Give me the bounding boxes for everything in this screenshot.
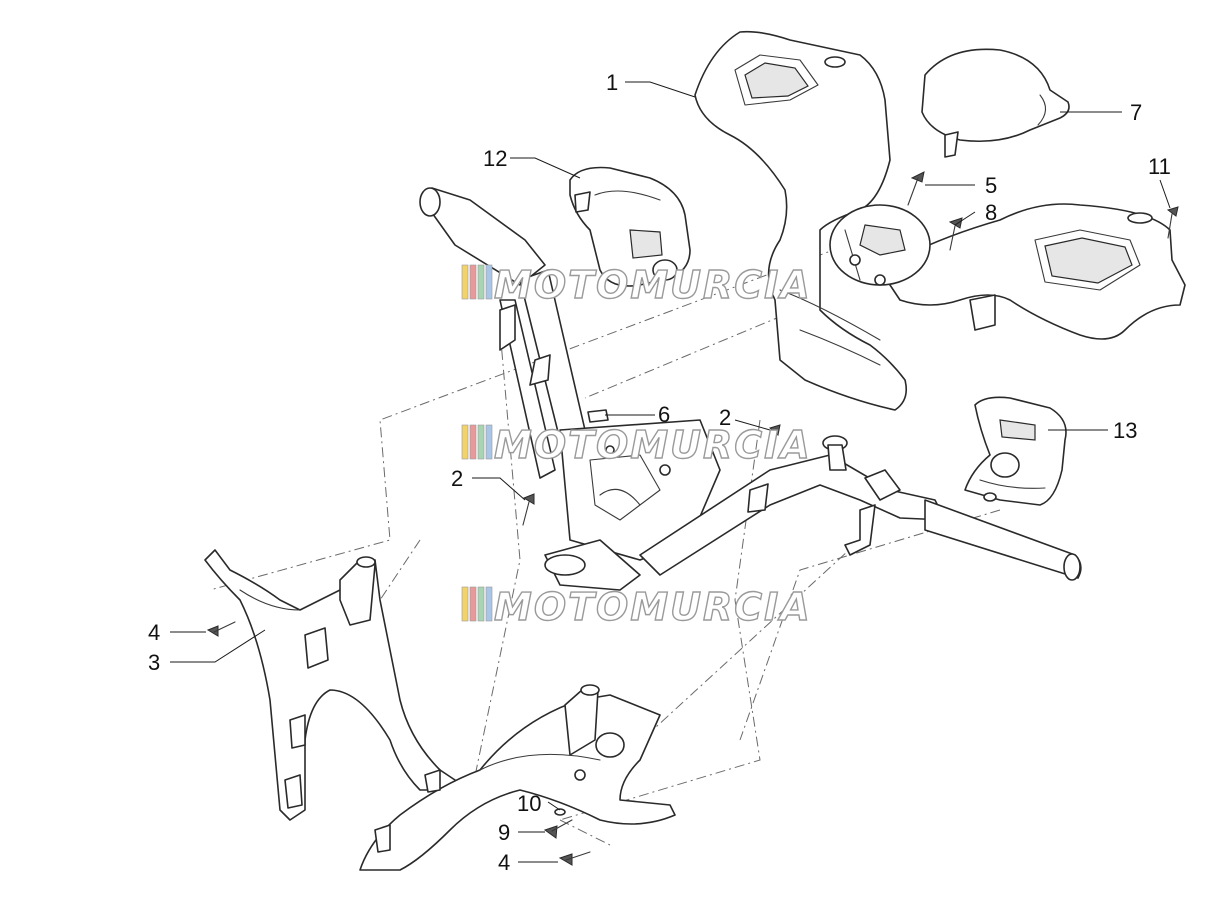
watermark-text: MOTOMURCIA <box>494 585 812 629</box>
callout-12: 12 <box>483 146 507 171</box>
leader-lines <box>170 81 1171 863</box>
callout-3: 3 <box>148 650 160 675</box>
callout-7: 7 <box>1130 100 1142 125</box>
callout-8: 8 <box>985 200 997 225</box>
watermark-stripe <box>469 264 477 300</box>
callout-6: 6 <box>658 402 670 427</box>
callout-10: 10 <box>517 791 541 816</box>
fasteners <box>206 171 1179 866</box>
watermark-stripe <box>477 586 485 622</box>
callout-4-left: 4 <box>148 620 160 645</box>
watermark-text: MOTOMURCIA <box>494 423 812 467</box>
watermark-stripe <box>477 424 485 460</box>
callout-13: 13 <box>1113 418 1137 443</box>
part-13-right-switch-cover <box>964 396 1067 506</box>
part-1-front-handlebar-cover <box>694 30 1186 411</box>
watermark-stripe <box>469 586 477 622</box>
watermark-stripe <box>477 264 485 300</box>
watermark-stripe <box>461 424 469 460</box>
callout-11: 11 <box>1148 154 1171 179</box>
callout-4-bottom: 4 <box>498 850 510 875</box>
part-7-cap <box>921 48 1070 158</box>
watermark-text: MOTOMURCIA <box>494 263 812 307</box>
callout-2-right: 2 <box>719 405 731 430</box>
watermark-top: MOTOMURCIA <box>461 262 812 308</box>
watermark-stripe <box>461 264 469 300</box>
part-3-rear-cover <box>204 549 471 821</box>
watermark-stripe <box>485 424 493 460</box>
callout-5: 5 <box>985 173 997 198</box>
watermark-bottom: MOTOMURCIA <box>461 584 812 630</box>
watermark-stripe <box>485 586 493 622</box>
callout-labels: 1 2 2 3 4 4 5 6 7 8 9 10 11 12 13 <box>148 70 1171 875</box>
watermark-stripe <box>461 586 469 622</box>
watermark-middle: MOTOMURCIA <box>461 422 812 468</box>
lower-center-cover <box>359 684 676 871</box>
handlebar-frame <box>419 187 1082 591</box>
callout-9: 9 <box>498 820 510 845</box>
callout-1: 1 <box>606 70 618 95</box>
watermark-stripe <box>469 424 477 460</box>
callout-2-left: 2 <box>451 466 463 491</box>
part-12-left-switch-cover <box>569 166 691 287</box>
watermark-stripe <box>485 264 493 300</box>
